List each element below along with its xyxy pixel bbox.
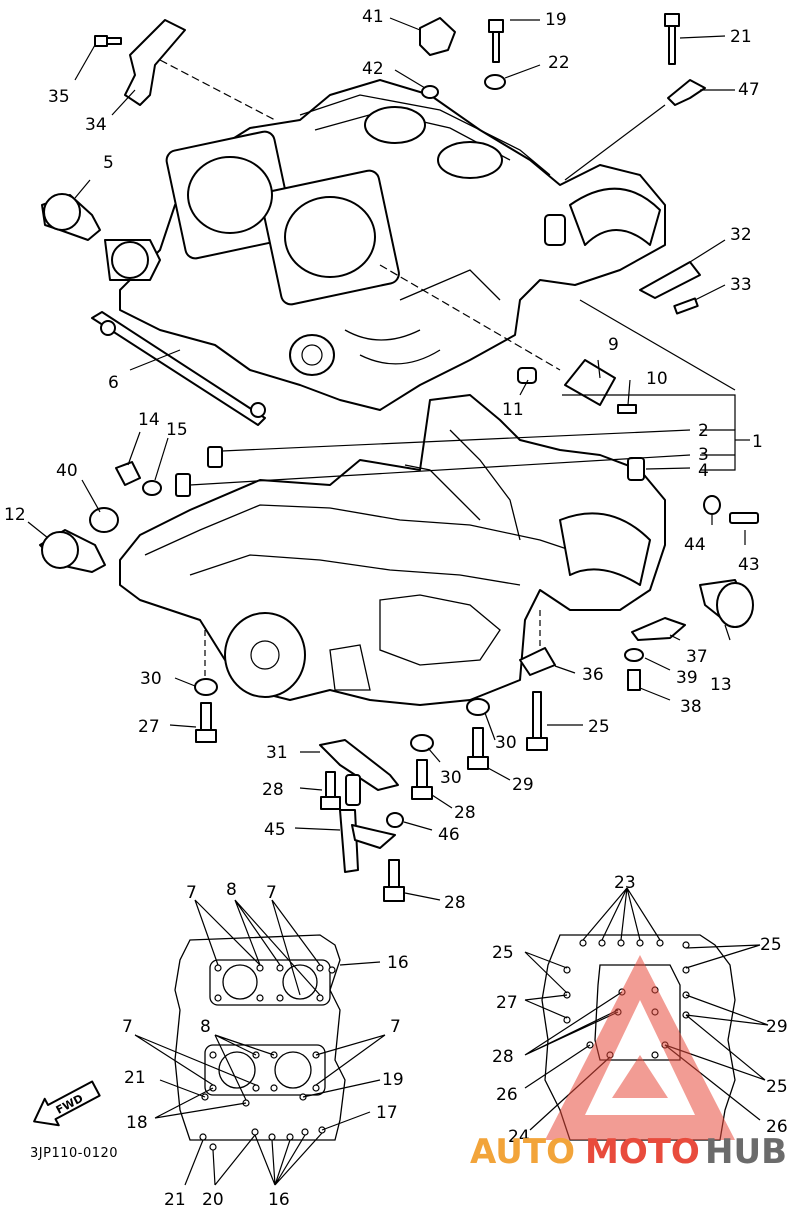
callout-28-left: 28 — [262, 780, 284, 800]
callout-8-a: 8 — [226, 880, 237, 900]
callout-27-b: 27 — [496, 993, 518, 1013]
callout-19: 19 — [545, 10, 567, 30]
diagram-code: 3JP110-0120 — [30, 1146, 118, 1161]
callout-25-b: 25 — [760, 935, 782, 955]
callout-5: 5 — [103, 153, 114, 173]
callout-29-b: 29 — [766, 1017, 788, 1037]
callout-12: 12 — [4, 505, 26, 525]
callout-35: 35 — [48, 87, 70, 107]
callout-20: 20 — [202, 1190, 224, 1210]
callout-4: 4 — [698, 461, 709, 481]
callout-16-a: 16 — [387, 953, 409, 973]
callout-17: 17 — [376, 1103, 398, 1123]
callout-36: 36 — [582, 665, 604, 685]
callout-25-a: 25 — [492, 943, 514, 963]
upper-crankcase — [104, 79, 666, 411]
callout-41: 41 — [362, 7, 384, 27]
callout-10: 10 — [646, 369, 668, 389]
callout-8-b: 8 — [200, 1017, 211, 1037]
callout-43: 43 — [738, 555, 760, 575]
callout-28-bottom: 28 — [444, 893, 466, 913]
callout-24: 24 — [508, 1127, 530, 1147]
callout-33: 33 — [730, 275, 752, 295]
callout-30-lower: 30 — [440, 768, 462, 788]
callout-46: 46 — [438, 825, 460, 845]
watermark-hub: HUB — [705, 1132, 787, 1172]
callout-44: 44 — [684, 535, 706, 555]
callout-30-left: 30 — [140, 669, 162, 689]
callout-25-c: 25 — [766, 1077, 788, 1097]
callout-19-b: 19 — [382, 1070, 404, 1090]
bolt-holes-upper — [199, 964, 336, 1151]
callout-21-a: 21 — [124, 1068, 146, 1088]
callout-7-a: 7 — [186, 883, 197, 903]
main-leaders — [27, 17, 750, 901]
callout-26-b: 26 — [766, 1117, 788, 1137]
tightening-diagram-lower: 23 25 25 27 29 28 25 26 24 26 — [492, 873, 788, 1147]
callout-7-c: 7 — [122, 1017, 133, 1037]
callout-21: 21 — [730, 27, 752, 47]
callout-7-b: 7 — [266, 883, 277, 903]
callout-38: 38 — [680, 697, 702, 717]
callout-45: 45 — [264, 820, 286, 840]
small-parts — [39, 13, 759, 902]
watermark-moto: MOTO — [585, 1132, 700, 1172]
watermark-triangle — [545, 955, 735, 1140]
lower-crankcase — [119, 394, 666, 706]
callout-14: 14 — [138, 410, 160, 430]
callout-16-b: 16 — [268, 1190, 290, 1210]
callout-31: 31 — [266, 743, 288, 763]
watermark-auto: AUTO — [470, 1132, 575, 1172]
callout-22: 22 — [548, 53, 570, 73]
callout-30-mid: 30 — [495, 733, 517, 753]
callout-28-mid: 28 — [454, 803, 476, 823]
callout-23: 23 — [614, 873, 636, 893]
callout-34: 34 — [85, 115, 107, 135]
callout-6: 6 — [108, 373, 119, 393]
callout-39: 39 — [676, 668, 698, 688]
tightening-diagram-upper: 7 8 7 16 7 8 7 21 19 18 17 21 20 16 — [122, 880, 409, 1210]
callout-21-b: 21 — [164, 1190, 186, 1210]
callout-32: 32 — [730, 225, 752, 245]
callout-37: 37 — [686, 647, 708, 667]
watermark: AUTO MOTO HUB — [470, 955, 787, 1172]
callout-42: 42 — [362, 59, 384, 79]
callout-11: 11 — [502, 400, 524, 420]
callout-26-a: 26 — [496, 1085, 518, 1105]
main-callouts: 41 19 21 42 22 47 35 34 5 32 33 6 9 10 1… — [4, 7, 763, 913]
callout-3: 3 — [698, 445, 709, 465]
callout-13: 13 — [710, 675, 732, 695]
callout-47: 47 — [738, 80, 760, 100]
callout-28-b: 28 — [492, 1047, 514, 1067]
callout-1: 1 — [752, 432, 763, 452]
callout-25: 25 — [588, 717, 610, 737]
callout-29: 29 — [512, 775, 534, 795]
callout-15: 15 — [166, 420, 188, 440]
callout-27: 27 — [138, 717, 160, 737]
fwd-arrow: FWD — [33, 1080, 101, 1127]
callout-18: 18 — [126, 1113, 148, 1133]
callout-2: 2 — [698, 421, 709, 441]
callout-40: 40 — [56, 461, 78, 481]
callout-9: 9 — [608, 335, 619, 355]
callout-7-d: 7 — [390, 1017, 401, 1037]
